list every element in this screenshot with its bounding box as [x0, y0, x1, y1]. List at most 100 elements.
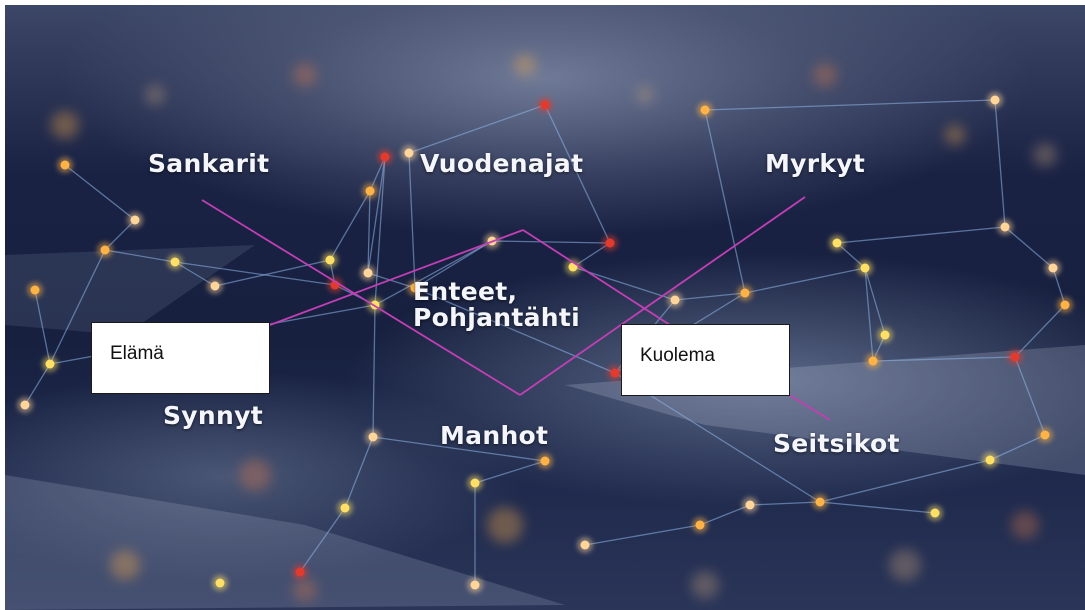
network-node [815, 497, 825, 507]
network-edge [584, 524, 701, 546]
label-enteet-line1: Enteet, [413, 277, 518, 306]
network-node [1060, 300, 1070, 310]
network-edge [994, 99, 1006, 228]
network-edge [1014, 356, 1046, 436]
connector-line [201, 199, 521, 396]
connector-line [269, 229, 524, 326]
network-node [540, 456, 550, 466]
network-node [985, 455, 995, 465]
network-background: Sankarit Vuodenajat Myrkyt Enteet, Pohja… [5, 5, 1085, 610]
network-edge [414, 240, 493, 289]
network-node [1010, 352, 1020, 362]
bokeh-light [239, 459, 271, 491]
connector-line [519, 196, 806, 396]
network-edge [704, 99, 996, 111]
bokeh-light [691, 571, 719, 599]
network-node [470, 580, 480, 590]
label-manhot: Manhot [440, 421, 549, 450]
bokeh-light [51, 111, 79, 139]
network-node [365, 186, 375, 196]
bokeh-light [1011, 511, 1039, 539]
network-node [868, 356, 878, 366]
network-edge [367, 156, 386, 274]
network-edge [374, 240, 493, 306]
label-vuodenajat: Vuodenajat [420, 149, 584, 178]
network-node [60, 160, 70, 170]
network-edge [344, 436, 374, 509]
network-node [1040, 430, 1050, 440]
network-edge [408, 152, 416, 289]
network-edge [836, 226, 1006, 244]
box-elama: Elämä [91, 322, 270, 394]
network-edge [414, 287, 616, 374]
network-node [670, 295, 680, 305]
bokeh-light [293, 63, 317, 87]
network-edge [699, 504, 751, 526]
network-edge [1014, 304, 1066, 358]
network-node [580, 540, 590, 550]
network-edge [329, 190, 371, 261]
network-node [700, 105, 710, 115]
network-node [605, 238, 615, 248]
network-edge [544, 104, 611, 244]
bokeh-light [1033, 143, 1057, 167]
network-edge [299, 507, 346, 573]
bokeh-light [293, 578, 317, 602]
bokeh-light [514, 54, 536, 76]
bokeh-light [945, 125, 965, 145]
network-node [410, 283, 420, 293]
network-node [470, 478, 480, 488]
network-node [100, 245, 110, 255]
network-node [210, 281, 220, 291]
bokeh-light [110, 550, 140, 580]
network-node [368, 432, 378, 442]
network-edge [704, 109, 746, 294]
network-edge [104, 249, 176, 263]
network-node [20, 400, 30, 410]
bokeh-light [813, 63, 837, 87]
label-enteet: Enteet, Pohjantähti [413, 277, 580, 332]
network-node [30, 285, 40, 295]
connector-line [522, 229, 671, 326]
plane-shape [5, 245, 255, 335]
network-node [860, 263, 870, 273]
network-edge [872, 356, 1016, 362]
network-node [215, 578, 225, 588]
network-node [1048, 263, 1058, 273]
box-kuolema: Kuolema [621, 324, 790, 396]
network-edge [367, 190, 371, 274]
network-node [325, 255, 335, 265]
network-node [404, 148, 414, 158]
network-edge [674, 292, 746, 301]
network-node [745, 500, 755, 510]
bokeh-light [487, 507, 523, 543]
network-edge [491, 240, 611, 244]
network-edge [64, 164, 136, 221]
network-edge [372, 436, 546, 462]
network-edge [24, 363, 51, 406]
network-edge [819, 459, 991, 503]
network-edge [1004, 226, 1054, 269]
network-edge [174, 261, 336, 286]
network-edge [474, 460, 546, 484]
network-node [45, 359, 55, 369]
network-node [363, 268, 373, 278]
network-node [880, 330, 890, 340]
network-edge [989, 434, 1046, 461]
label-myrkyt: Myrkyt [765, 149, 866, 178]
network-edge [744, 267, 866, 294]
network-node [930, 508, 940, 518]
network-edge [864, 267, 886, 336]
label-sankarit: Sankarit [148, 149, 270, 178]
network-node [540, 100, 550, 110]
connector-line [785, 392, 831, 421]
network-edge [214, 259, 331, 287]
bokeh-light [889, 549, 921, 581]
network-node [295, 567, 305, 577]
network-edge [864, 267, 874, 362]
network-edge [408, 104, 546, 154]
network-node [380, 152, 390, 162]
network-graphic [5, 54, 1085, 610]
label-synnyt: Synnyt [163, 401, 263, 430]
